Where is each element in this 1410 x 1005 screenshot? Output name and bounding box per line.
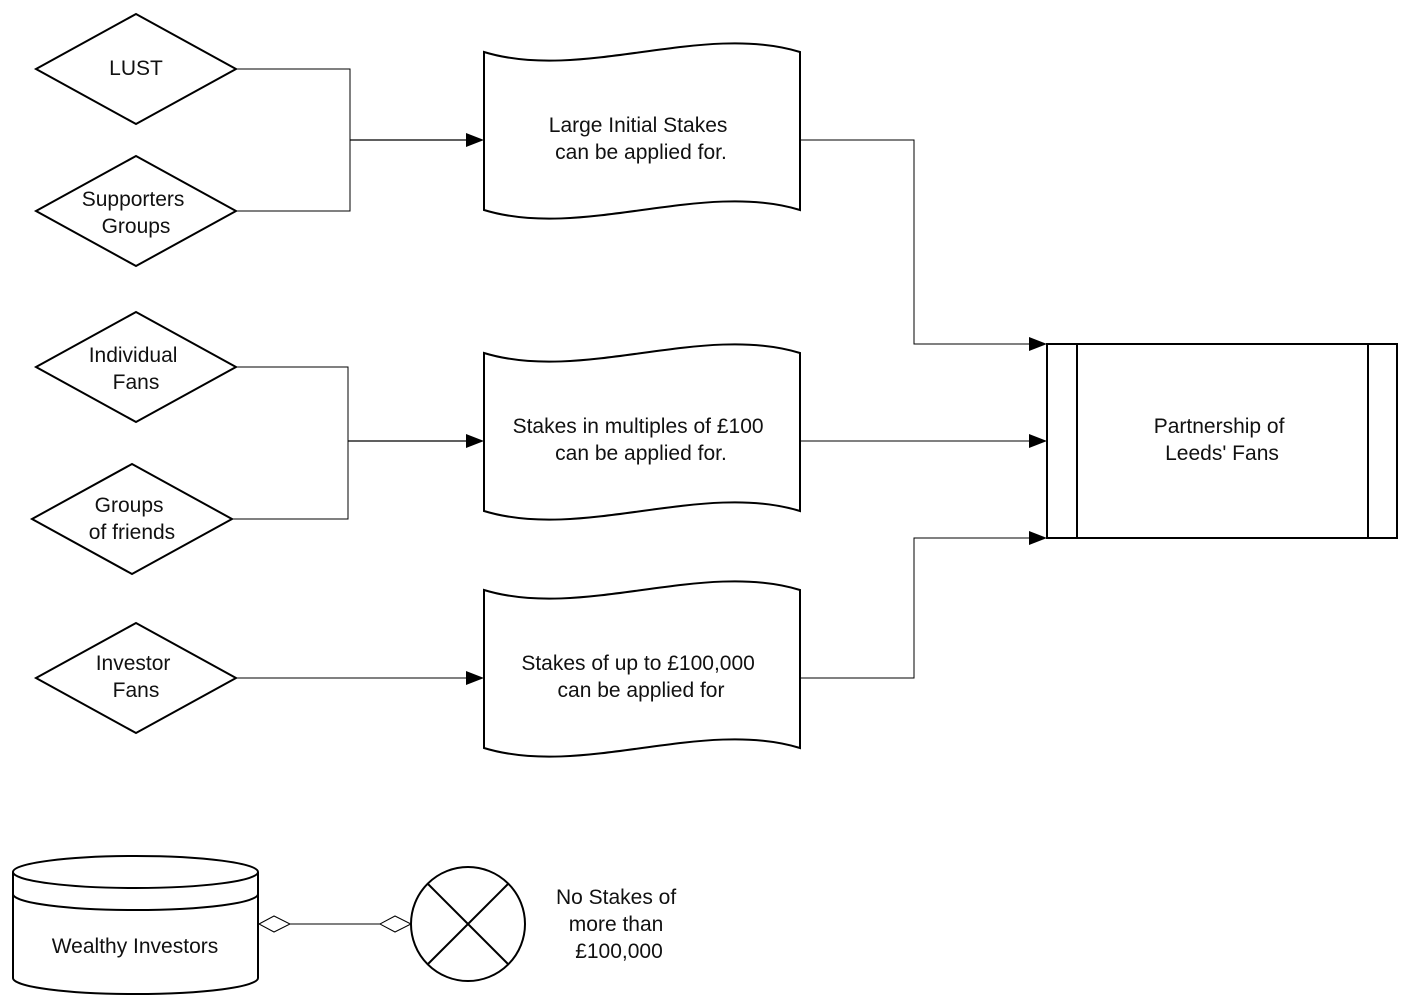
source-groups-of-friends-label: Groups of friends	[89, 494, 175, 544]
arrowhead-stakes-multiples	[466, 434, 484, 448]
blocked-circle-icon	[410, 866, 526, 982]
connector-supporters-groups	[236, 140, 351, 212]
document-stakes-multiples: Stakes in multiples of £100 can be appli…	[483, 343, 801, 521]
source-individual-fans-label: Individual Fans	[89, 344, 184, 394]
document-stakes-multiples-label: Stakes in multiples of £100 can be appli…	[513, 415, 770, 465]
no-stakes-note: No Stakes of more than £100,000	[556, 886, 682, 963]
database-wealthy-investors: Wealthy Investors	[12, 855, 259, 996]
arrowhead-partnership-top	[1029, 337, 1047, 351]
connector-up-to-to-partnership	[800, 537, 1030, 679]
document-large-initial-stakes: Large Initial Stakes can be applied for.	[483, 42, 801, 220]
source-supporters-groups-label: Supporters Groups	[82, 188, 191, 238]
source-investor-fans-label: Investor Fans	[96, 652, 177, 702]
source-supporters-groups: Supporters Groups	[33, 154, 239, 268]
source-lust-label: LUST	[109, 57, 163, 80]
aggregation-diamond-right	[378, 915, 413, 933]
source-groups-of-friends: Groups of friends	[29, 462, 235, 576]
source-individual-fans: Individual Fans	[33, 310, 239, 424]
process-partnership: Partnership of Leeds' Fans	[1046, 343, 1398, 539]
document-stakes-up-to: Stakes of up to £100,000 can be applied …	[483, 580, 801, 758]
arrowhead-large-initial-stakes	[466, 133, 484, 147]
connector-groups-of-friends	[232, 441, 349, 520]
database-wealthy-investors-label: Wealthy Investors	[52, 935, 219, 958]
aggregation-diamond-left	[257, 915, 292, 933]
source-investor-fans: Investor Fans	[33, 621, 239, 735]
document-large-initial-stakes-label: Large Initial Stakes can be applied for.	[549, 114, 733, 164]
connectors	[232, 68, 1047, 933]
process-partnership-label: Partnership of Leeds' Fans	[1154, 415, 1291, 465]
arrowhead-partnership-bottom	[1029, 531, 1047, 545]
arrowhead-stakes-up-to	[466, 671, 484, 685]
document-stakes-up-to-label: Stakes of up to £100,000 can be applied …	[521, 652, 760, 702]
source-lust: LUST	[33, 12, 239, 126]
connector-large-stakes-to-partnership	[800, 139, 1030, 345]
connector-individual-fans	[236, 366, 349, 441]
connector-lust	[236, 68, 351, 140]
arrowhead-partnership-middle	[1029, 434, 1047, 448]
